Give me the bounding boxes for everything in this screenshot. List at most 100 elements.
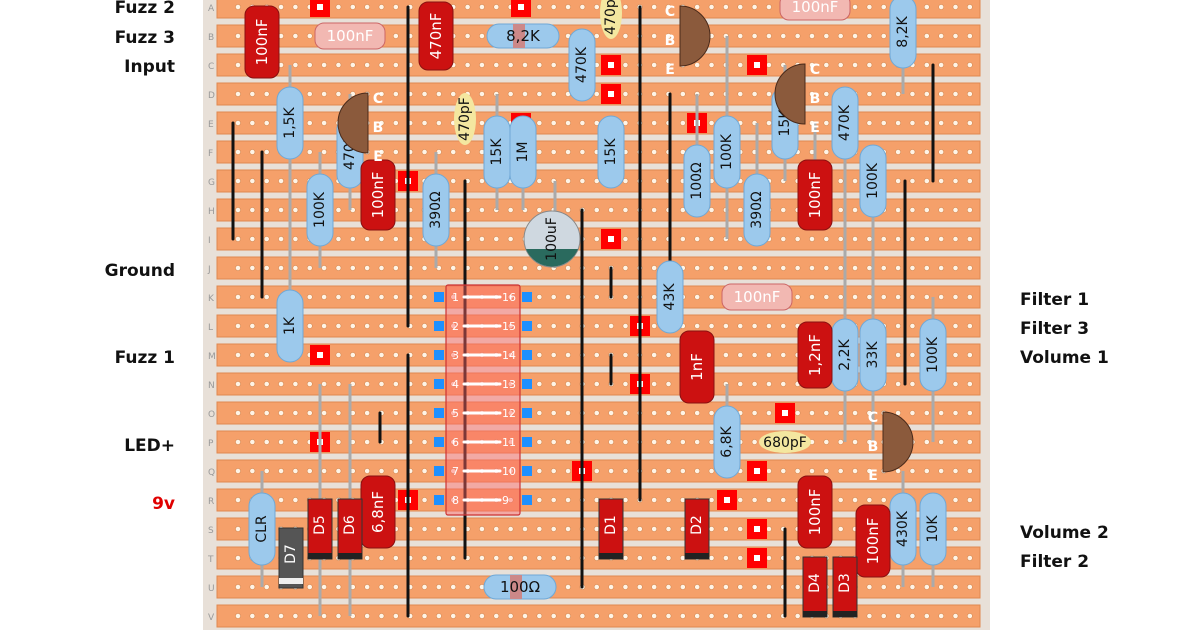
strip-hole bbox=[464, 149, 471, 155]
resistor-body bbox=[713, 115, 741, 189]
strip-hole bbox=[364, 613, 371, 619]
strip-hole bbox=[679, 236, 686, 242]
row-letter: T bbox=[207, 555, 214, 565]
strip-hole bbox=[952, 236, 959, 242]
strip-hole bbox=[966, 526, 973, 532]
strip-hole bbox=[493, 265, 500, 271]
strip-hole bbox=[507, 381, 514, 387]
strip-hole bbox=[278, 439, 284, 445]
strip-hole bbox=[651, 323, 658, 329]
strip-hole bbox=[421, 497, 428, 503]
strip-hole bbox=[866, 584, 873, 590]
strip-hole bbox=[679, 410, 686, 416]
capacitor-value: 470pF bbox=[457, 97, 473, 141]
strip-hole bbox=[507, 236, 514, 242]
strip-hole bbox=[450, 584, 457, 590]
strip-hole bbox=[292, 4, 299, 10]
strip-hole bbox=[966, 323, 973, 329]
diode-label: D5 bbox=[312, 515, 328, 535]
strip-hole bbox=[235, 294, 241, 300]
strip-hole bbox=[278, 410, 284, 416]
strip-hole bbox=[507, 207, 514, 213]
strip-hole bbox=[636, 555, 643, 561]
strip-hole bbox=[809, 265, 815, 271]
strip-hole bbox=[421, 120, 428, 126]
strip-hole bbox=[321, 265, 327, 271]
strip-hole bbox=[278, 265, 284, 271]
strip-hole bbox=[263, 120, 270, 126]
strip-hole bbox=[909, 352, 916, 358]
strip-hole bbox=[952, 4, 959, 10]
label-filter-2: Filter 2 bbox=[1020, 552, 1090, 572]
strip-hole bbox=[966, 294, 973, 300]
strip-hole bbox=[708, 91, 715, 97]
ic-pin-pad bbox=[522, 350, 532, 360]
strip-hole bbox=[278, 178, 284, 184]
strip-hole bbox=[665, 62, 672, 68]
strip-hole bbox=[823, 120, 830, 126]
strip-hole bbox=[306, 613, 313, 619]
strip-hole bbox=[249, 439, 256, 445]
strip-hole bbox=[378, 294, 385, 300]
strip-hole bbox=[837, 178, 844, 184]
strip-hole bbox=[651, 613, 658, 619]
strip-hole bbox=[507, 410, 514, 416]
strip-hole bbox=[507, 265, 514, 271]
strip-hole bbox=[708, 294, 715, 300]
strip-hole bbox=[263, 468, 270, 474]
strip-hole bbox=[507, 352, 514, 358]
track-cut-hole bbox=[754, 526, 760, 532]
resistor-value: 100K bbox=[865, 162, 881, 199]
strip-hole bbox=[938, 91, 945, 97]
strip-hole bbox=[263, 381, 270, 387]
strip-hole bbox=[766, 33, 772, 39]
ic-pin-number: 2 bbox=[452, 320, 459, 333]
strip-hole bbox=[479, 178, 485, 184]
strip-hole bbox=[751, 91, 758, 97]
strip-hole bbox=[651, 381, 658, 387]
strip-hole bbox=[708, 555, 715, 561]
label-ground: Ground bbox=[104, 261, 175, 281]
strip-hole bbox=[866, 120, 873, 126]
strip-hole bbox=[837, 468, 844, 474]
strip-hole bbox=[249, 207, 256, 213]
strip-hole bbox=[880, 33, 887, 39]
strip-hole bbox=[378, 236, 385, 242]
strip-hole bbox=[321, 91, 327, 97]
resistor-value: 8,2K bbox=[895, 15, 911, 47]
strip-hole bbox=[923, 584, 930, 590]
strip-hole bbox=[421, 91, 428, 97]
strip-hole bbox=[536, 526, 543, 532]
strip-hole bbox=[909, 91, 916, 97]
strip-hole bbox=[593, 265, 600, 271]
strip-hole bbox=[651, 526, 658, 532]
strip-hole bbox=[550, 555, 557, 561]
strip-hole bbox=[866, 497, 873, 503]
ic-pin-number: 15 bbox=[502, 320, 516, 333]
transistor-pin-label: C bbox=[665, 4, 675, 20]
strip-hole bbox=[421, 294, 428, 300]
strip-hole bbox=[737, 33, 744, 39]
resistor-value: 430K bbox=[895, 510, 911, 547]
strip-hole bbox=[349, 62, 356, 68]
strip-hole bbox=[522, 62, 528, 68]
ic-pin-number: 6 bbox=[452, 436, 459, 449]
strip-hole bbox=[923, 207, 930, 213]
strip-hole bbox=[895, 149, 901, 155]
strip-hole bbox=[952, 381, 959, 387]
strip-hole bbox=[966, 468, 973, 474]
strip-hole bbox=[435, 91, 442, 97]
ic-pin-pad bbox=[522, 408, 532, 418]
row-letter: I bbox=[208, 236, 211, 246]
strip-hole bbox=[593, 4, 600, 10]
strip-hole bbox=[435, 555, 442, 561]
resistor-value: 470K bbox=[837, 104, 853, 141]
strip-hole bbox=[292, 439, 299, 445]
resistor-body bbox=[713, 405, 741, 479]
strip-hole bbox=[608, 613, 614, 619]
strip-hole bbox=[579, 120, 586, 126]
strip-hole bbox=[708, 62, 715, 68]
strip-hole bbox=[651, 497, 658, 503]
strip-hole bbox=[966, 236, 973, 242]
strip-hole bbox=[651, 62, 658, 68]
